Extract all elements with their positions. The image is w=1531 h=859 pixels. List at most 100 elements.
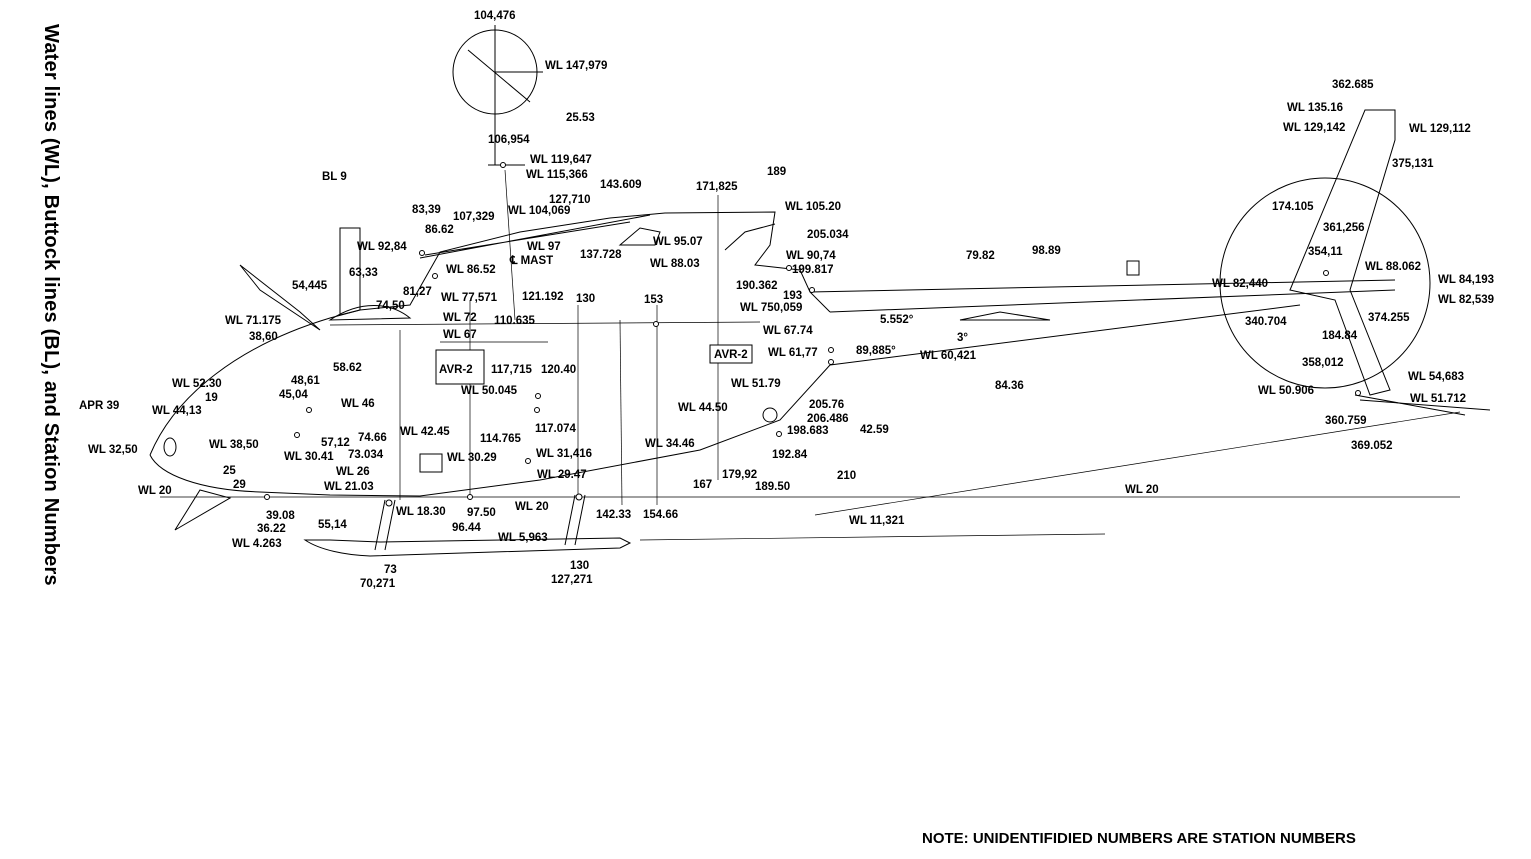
point-199	[786, 265, 792, 271]
dimension-label-5552: 5.552°	[880, 314, 914, 326]
dimension-label-2553: 25.53	[566, 112, 595, 124]
wl-72-line	[329, 321, 761, 326]
dimension-label-wl51712: WL 51.712	[1410, 393, 1466, 405]
apr39-antenna	[163, 437, 177, 457]
fuselage-lower-line	[149, 364, 831, 497]
tailboom-mid	[829, 289, 1396, 313]
dimension-label-54445: 54,445	[292, 280, 328, 292]
dimension-label-wl84193: WL 84,193	[1438, 274, 1494, 286]
dimension-label-wl82440: WL 82,440	[1212, 278, 1268, 290]
dimension-label-avr2b: AVR-2	[714, 349, 748, 361]
dimension-label-8127: 81,27	[403, 286, 432, 298]
airframe-outline	[149, 25, 1491, 557]
dimension-label-wl88062: WL 88.062	[1365, 261, 1421, 273]
dimension-label-117715: 117,715	[491, 364, 533, 376]
point-skid-front	[385, 499, 393, 507]
point-31	[525, 458, 531, 464]
dimension-label-wl20c: WL 20	[1125, 484, 1159, 496]
dimension-label-apr39: APR 39	[79, 400, 119, 412]
exhaust-line	[724, 223, 776, 251]
dimension-label-8662: 86.62	[425, 224, 454, 236]
dimension-label-73034: 73.034	[348, 449, 384, 461]
dimension-label-wl115366: WL 115,366	[526, 169, 588, 181]
dimension-label-7466: 74.66	[358, 432, 387, 444]
dimension-label-9889: 98.89	[1032, 245, 1061, 257]
dimension-label-206486: 206.486	[807, 413, 849, 425]
hub-diagonal-line	[467, 49, 531, 103]
point-198	[776, 431, 782, 437]
point-46	[306, 407, 312, 413]
dimension-label-374255: 374.255	[1368, 312, 1410, 324]
dimension-label-130b: 130	[570, 560, 589, 572]
dimension-label-wl104069: WL 104,069	[508, 205, 570, 217]
dimension-label-wl147979: WL 147,979	[545, 60, 607, 72]
dimension-label-4861: 48,61	[291, 375, 320, 387]
dimension-label-199817: 199.817	[792, 264, 834, 276]
dimension-label-5862: 58.62	[333, 362, 362, 374]
windscreen-post	[339, 227, 361, 316]
dimension-label-18950: 189.50	[755, 481, 790, 493]
point-120	[535, 393, 541, 399]
dimension-label-wl13516: WL 135.16	[1287, 102, 1343, 114]
ground-line-tail	[1359, 399, 1491, 411]
point-193	[809, 287, 815, 293]
dimension-label-wl1830: WL 18.30	[396, 506, 446, 518]
dimension-label-wl3850: WL 38,50	[209, 439, 259, 451]
dimension-label-wl4245: WL 42.45	[400, 426, 450, 438]
dimension-label-137728: 137.728	[580, 249, 622, 261]
dimension-label-avr2a: AVR-2	[439, 364, 473, 376]
dimension-label-wl54683: WL 54,683	[1408, 371, 1464, 383]
dimension-label-6333: 63,33	[349, 267, 378, 279]
dimension-label-121192: 121.192	[522, 291, 564, 303]
wire-cutter-lower	[174, 489, 232, 531]
dimension-label-12040: 120.40	[541, 364, 576, 376]
dimension-label-361256: 361,256	[1323, 222, 1365, 234]
dimension-label-18484: 184.84	[1322, 330, 1358, 342]
dimension-label-117074: 117.074	[535, 423, 577, 435]
point-86	[419, 250, 425, 256]
dimension-label-wl50906: WL 50.906	[1258, 385, 1314, 397]
dimension-label-clmast: ℄ MAST	[509, 254, 553, 267]
point-skid-rear	[575, 493, 583, 501]
dimension-label-wl67: WL 67	[443, 329, 477, 341]
dimension-label-190362: 190.362	[736, 280, 778, 292]
point-39	[264, 494, 270, 500]
dimension-label-wl8803: WL 88.03	[650, 258, 700, 270]
dimension-label-wl50045: WL 50.045	[461, 385, 518, 397]
dimension-label-wl5963: WL 5,963	[498, 532, 548, 544]
dimension-label-wl20b: WL 20	[515, 501, 549, 513]
fuselage-upper-line	[149, 211, 831, 456]
dimension-label-369052: 369.052	[1351, 440, 1393, 452]
tail-skid	[1354, 394, 1466, 416]
dimension-label-9750: 97.50	[467, 507, 496, 519]
rear-cross-tube	[564, 494, 586, 546]
dimension-label-19284: 192.84	[772, 449, 808, 461]
avr2-box-rear	[709, 344, 753, 364]
dimension-label-15466: 154.66	[643, 509, 678, 521]
dimension-label-189: 189	[767, 166, 786, 178]
intake	[618, 227, 661, 246]
dimension-label-wl3029: WL 30.29	[447, 452, 497, 464]
dimension-label-wl46: WL 46	[341, 398, 375, 410]
dimension-label-wl6774: WL 67.74	[763, 325, 813, 337]
dimension-label-wl2947: WL 29.47	[537, 469, 587, 481]
dimension-label-4259: 42.59	[860, 424, 889, 436]
tail-rotor-circle	[1219, 177, 1431, 389]
dimension-label-wl119647: WL 119,647	[530, 154, 592, 166]
point-45	[294, 432, 300, 438]
wire-cutter-upper	[239, 264, 321, 331]
dimension-label-205034: 205.034	[807, 229, 849, 241]
dimension-label-5712: 57,12	[321, 437, 350, 449]
dimension-label-wl6177: WL 61,77	[768, 347, 818, 359]
dimension-label-wl750059: WL 750,059	[740, 302, 802, 314]
dimension-label-7450: 74,50	[376, 300, 405, 312]
dimension-label-wl72: WL 72	[443, 312, 477, 324]
dimension-label-wl129142: WL 129,142	[1283, 122, 1345, 134]
dimension-label-wl4263: WL 4.263	[232, 538, 282, 550]
dimension-label-wl10520: WL 105.20	[785, 201, 841, 213]
dimension-label-17992: 179,92	[722, 469, 757, 481]
point-354	[1323, 270, 1329, 276]
dimension-label-wl4413: WL 44,13	[152, 405, 202, 417]
dimension-label-127271: 127,271	[551, 574, 593, 586]
